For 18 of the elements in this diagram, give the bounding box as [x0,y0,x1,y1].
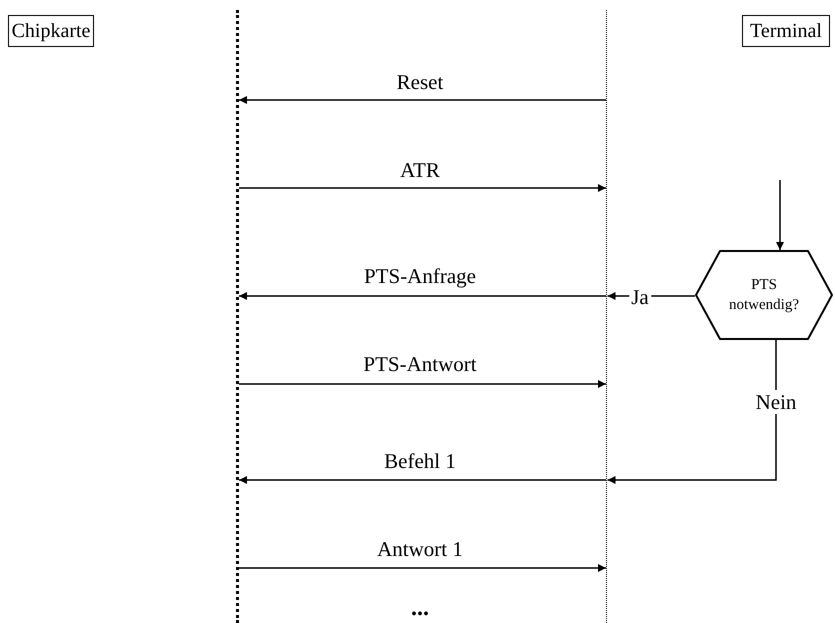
continuation-dots: ... [411,596,429,620]
decision-hexagon [695,250,833,340]
decision-text: PTS notwendig? [728,276,800,315]
lifeline [606,10,608,623]
arrow [776,180,784,250]
participant-box [742,15,830,47]
lifeline [236,10,239,623]
edge-label: Nein [754,390,798,414]
arrow [239,564,606,572]
participant-name: Chipkarte [10,19,92,43]
arrow [239,476,606,484]
participant-name: Terminal [749,19,823,43]
arrow [239,184,606,192]
arrow [239,96,606,104]
arrow [239,380,606,388]
arrow [239,292,606,300]
arrow [608,292,695,300]
arrow [608,340,777,484]
